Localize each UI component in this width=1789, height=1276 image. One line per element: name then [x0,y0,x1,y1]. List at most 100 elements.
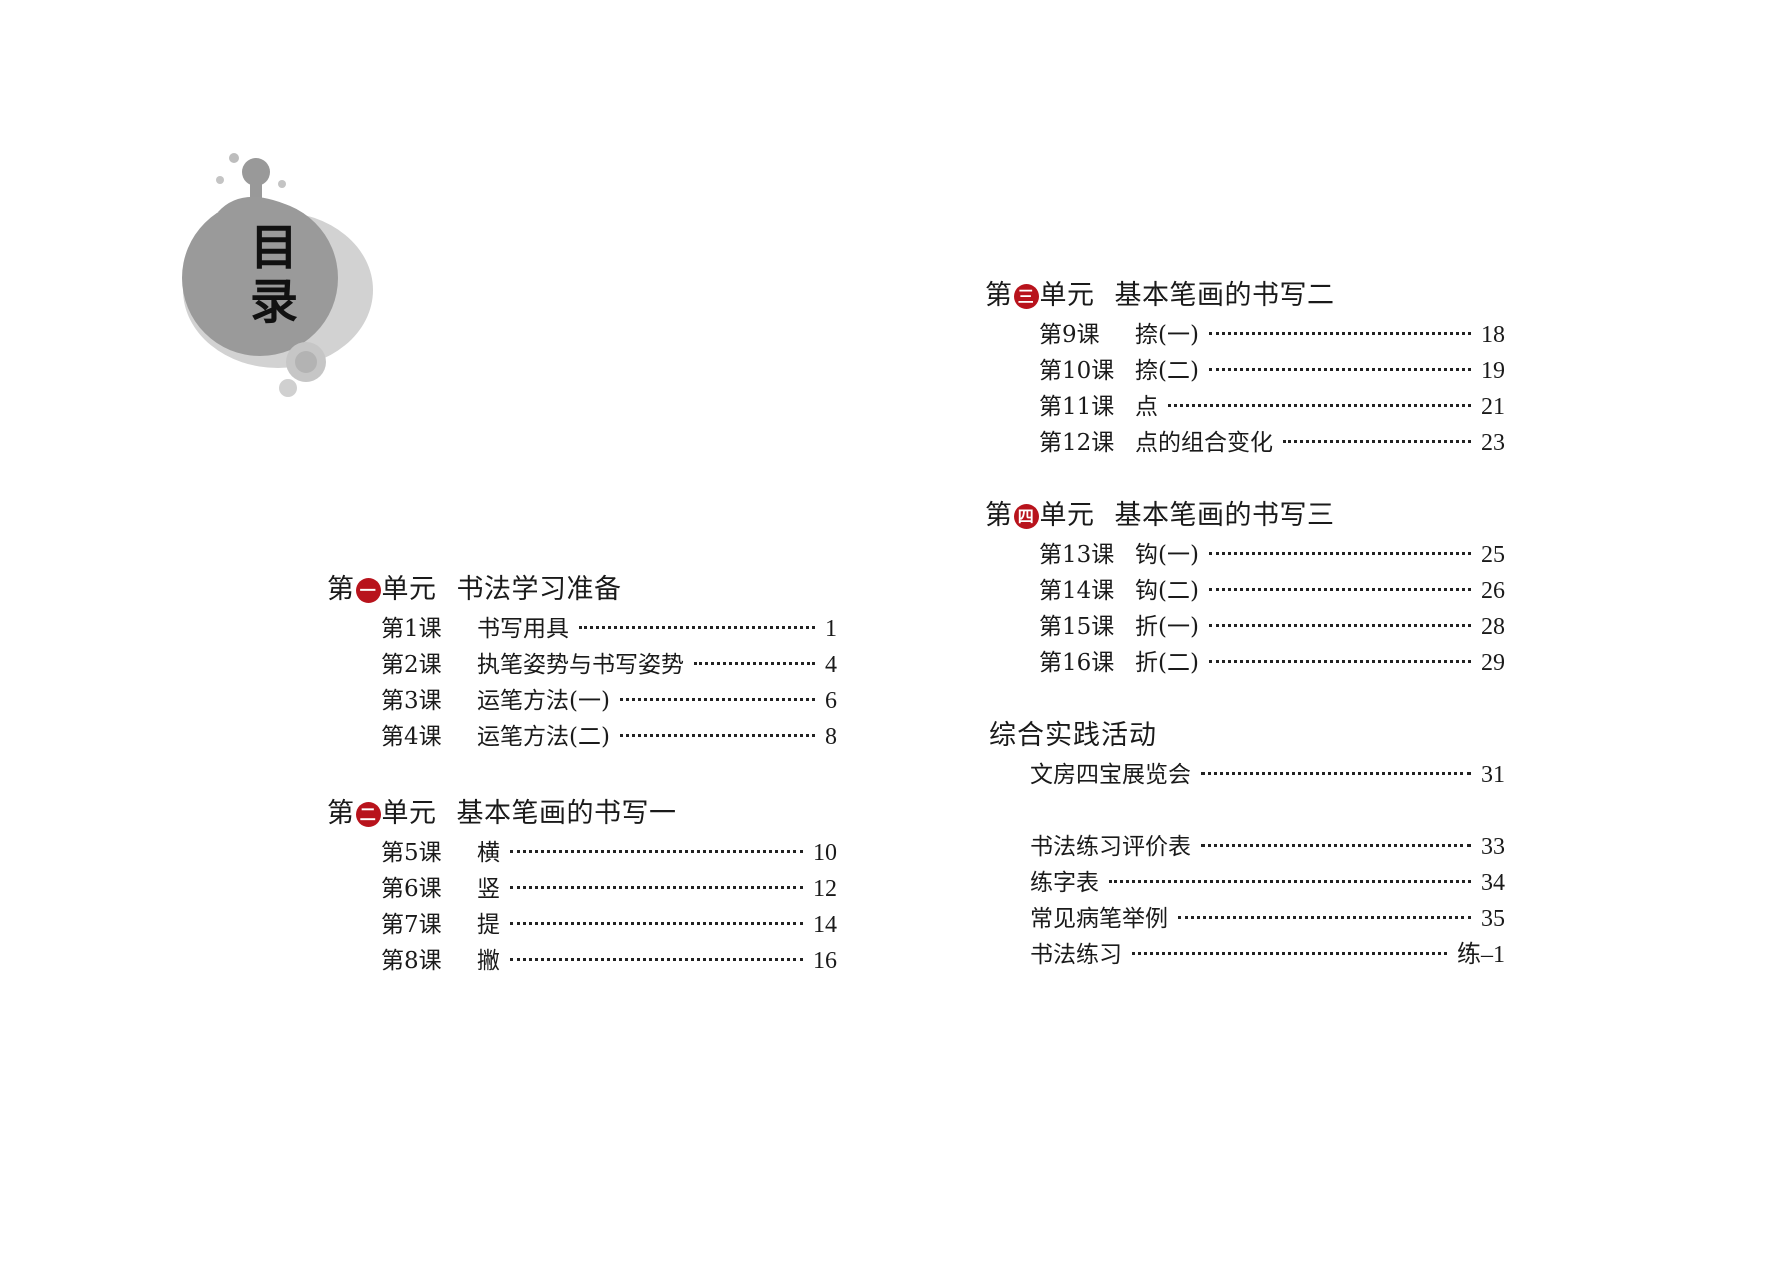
toc-entry[interactable]: 第3课 运笔方法(一) 6 [381,683,837,719]
appendix-list: 书法练习评价表 33 练字表 34 常见病笔举例 35 书法练习 练–1 [985,829,1505,973]
page-number: 18 [1481,322,1505,348]
entry-name: 常见病笔举例 [1030,906,1168,932]
lesson-number: 第11课 [1039,394,1115,420]
unit-number-badge: 一 [355,577,381,603]
page-number: 1 [825,616,837,642]
toc-entry[interactable]: 第5课 横 10 [381,835,837,871]
toc-entry[interactable]: 第6课 竖 12 [381,871,837,907]
toc-title-char-2: 录 [250,274,299,330]
lesson-name: 执笔姿势与书写姿势 [477,652,684,678]
page-number: 14 [813,912,837,938]
page-number: 16 [813,948,837,974]
toc-entry[interactable]: 第15课 折(一) 28 [1039,609,1505,645]
lesson-number: 第8课 [381,948,442,974]
unit-1: 第 一 单元 书法学习准备 第1课 书写用具 1 第2课 执笔姿势与书写姿势 4… [327,575,837,755]
unit-title: 基本笔画的书写一 [456,798,677,829]
dot-leader [1132,952,1447,955]
unit-3: 第 三 单元 基本笔画的书写二 第9课 捺(一) 18 第10课 捺(二) 19… [985,281,1505,461]
lesson-name: 点的组合变化 [1135,430,1273,456]
ink-splash-icon [182,153,373,397]
dot-leader [1208,660,1471,663]
page-number: 8 [825,724,837,750]
toc-left-column: 第 一 单元 书法学习准备 第1课 书写用具 1 第2课 执笔姿势与书写姿势 4… [327,575,837,979]
lesson-name: 点 [1135,394,1158,420]
toc-entry[interactable]: 第8课 撇 16 [381,943,837,979]
page-number: 练–1 [1457,942,1505,968]
lesson-name: 提 [477,912,500,938]
dot-leader [1208,624,1471,627]
toc-entry[interactable]: 第13课 钩(一) 25 [1039,537,1505,573]
page-number: 4 [825,652,837,678]
page-number: 35 [1481,906,1505,932]
dot-leader [1208,368,1471,371]
toc-entry[interactable]: 第2课 执笔姿势与书写姿势 4 [381,647,837,683]
toc-entry[interactable]: 文房四宝展览会 31 [1030,757,1505,793]
lesson-number: 第1课 [381,616,442,642]
unit-suffix: 单元 [1039,280,1095,311]
spacer [985,461,1505,501]
lesson-name: 捺(一) [1135,322,1199,348]
unit-title: 基本笔画的书写二 [1114,280,1335,311]
page-number: 12 [813,876,837,902]
lesson-number: 第7课 [381,912,442,938]
lesson-number: 第14课 [1039,578,1115,604]
unit-heading[interactable]: 第 三 单元 基本笔画的书写二 [985,281,1505,311]
dot-leader [510,958,803,961]
dot-leader [1208,588,1471,591]
entry-name: 练字表 [1030,870,1099,896]
dot-leader [1208,332,1471,335]
unit-number-badge: 三 [1013,283,1039,309]
unit-prefix: 第 [327,574,355,605]
lesson-number: 第5课 [381,840,442,866]
lesson-number: 第10课 [1039,358,1115,384]
toc-entry[interactable]: 第7课 提 14 [381,907,837,943]
toc-entry[interactable]: 第11课 点 21 [1039,389,1505,425]
dot-leader [1283,440,1471,443]
unit-number-badge: 四 [1013,503,1039,529]
toc-title-char-1: 目 [250,220,299,276]
lesson-name: 钩(二) [1135,578,1199,604]
activity-heading[interactable]: 综合实践活动 [989,720,1157,751]
lesson-list: 第9课 捺(一) 18 第10课 捺(二) 19 第11课 点 21 第12课 … [985,317,1505,461]
dot-leader [1208,552,1471,555]
toc-entry[interactable]: 常见病笔举例 35 [1030,901,1505,937]
spacer [985,793,1505,829]
lesson-number: 第12课 [1039,430,1115,456]
lesson-name: 运笔方法(一) [477,688,610,714]
toc-entry[interactable]: 第16课 折(二) 29 [1039,645,1505,681]
dot-leader [510,850,803,853]
unit-heading[interactable]: 第 一 单元 书法学习准备 [327,575,837,605]
lesson-number: 第13课 [1039,542,1115,568]
entry-name: 书法练习 [1030,942,1122,968]
unit-prefix: 第 [985,280,1013,311]
lesson-list: 第5课 横 10 第6课 竖 12 第7课 提 14 第8课 撇 1 [327,835,837,979]
toc-entry[interactable]: 书法练习评价表 33 [1030,829,1505,865]
toc-entry[interactable]: 第10课 捺(二) 19 [1039,353,1505,389]
unit-suffix: 单元 [1039,500,1095,531]
toc-entry[interactable]: 书法练习 练–1 [1030,937,1505,973]
unit-heading[interactable]: 第 二 单元 基本笔画的书写一 [327,799,837,829]
toc-entry[interactable]: 第4课 运笔方法(二) 8 [381,719,837,755]
toc-entry[interactable]: 第1课 书写用具 1 [381,611,837,647]
unit-heading[interactable]: 第 四 单元 基本笔画的书写三 [985,501,1505,531]
page-number: 23 [1481,430,1505,456]
unit-prefix: 第 [985,500,1013,531]
lesson-number: 第9课 [1039,322,1100,348]
toc-entry[interactable]: 第9课 捺(一) 18 [1039,317,1505,353]
lesson-number: 第16课 [1039,650,1115,676]
page-number: 6 [825,688,837,714]
page-number: 28 [1481,614,1505,640]
page-number: 33 [1481,834,1505,860]
page-number: 31 [1481,762,1505,788]
dot-leader [619,698,815,701]
toc-entry[interactable]: 第12课 点的组合变化 23 [1039,425,1505,461]
lesson-name: 竖 [477,876,500,902]
entry-name: 书法练习评价表 [1030,834,1191,860]
lesson-list: 第13课 钩(一) 25 第14课 钩(二) 26 第15课 折(一) 28 第… [985,537,1505,681]
page-number: 26 [1481,578,1505,604]
dot-leader [1109,880,1471,883]
toc-entry[interactable]: 练字表 34 [1030,865,1505,901]
toc-entry[interactable]: 第14课 钩(二) 26 [1039,573,1505,609]
lesson-name: 书写用具 [477,616,569,642]
lesson-name: 横 [477,840,500,866]
